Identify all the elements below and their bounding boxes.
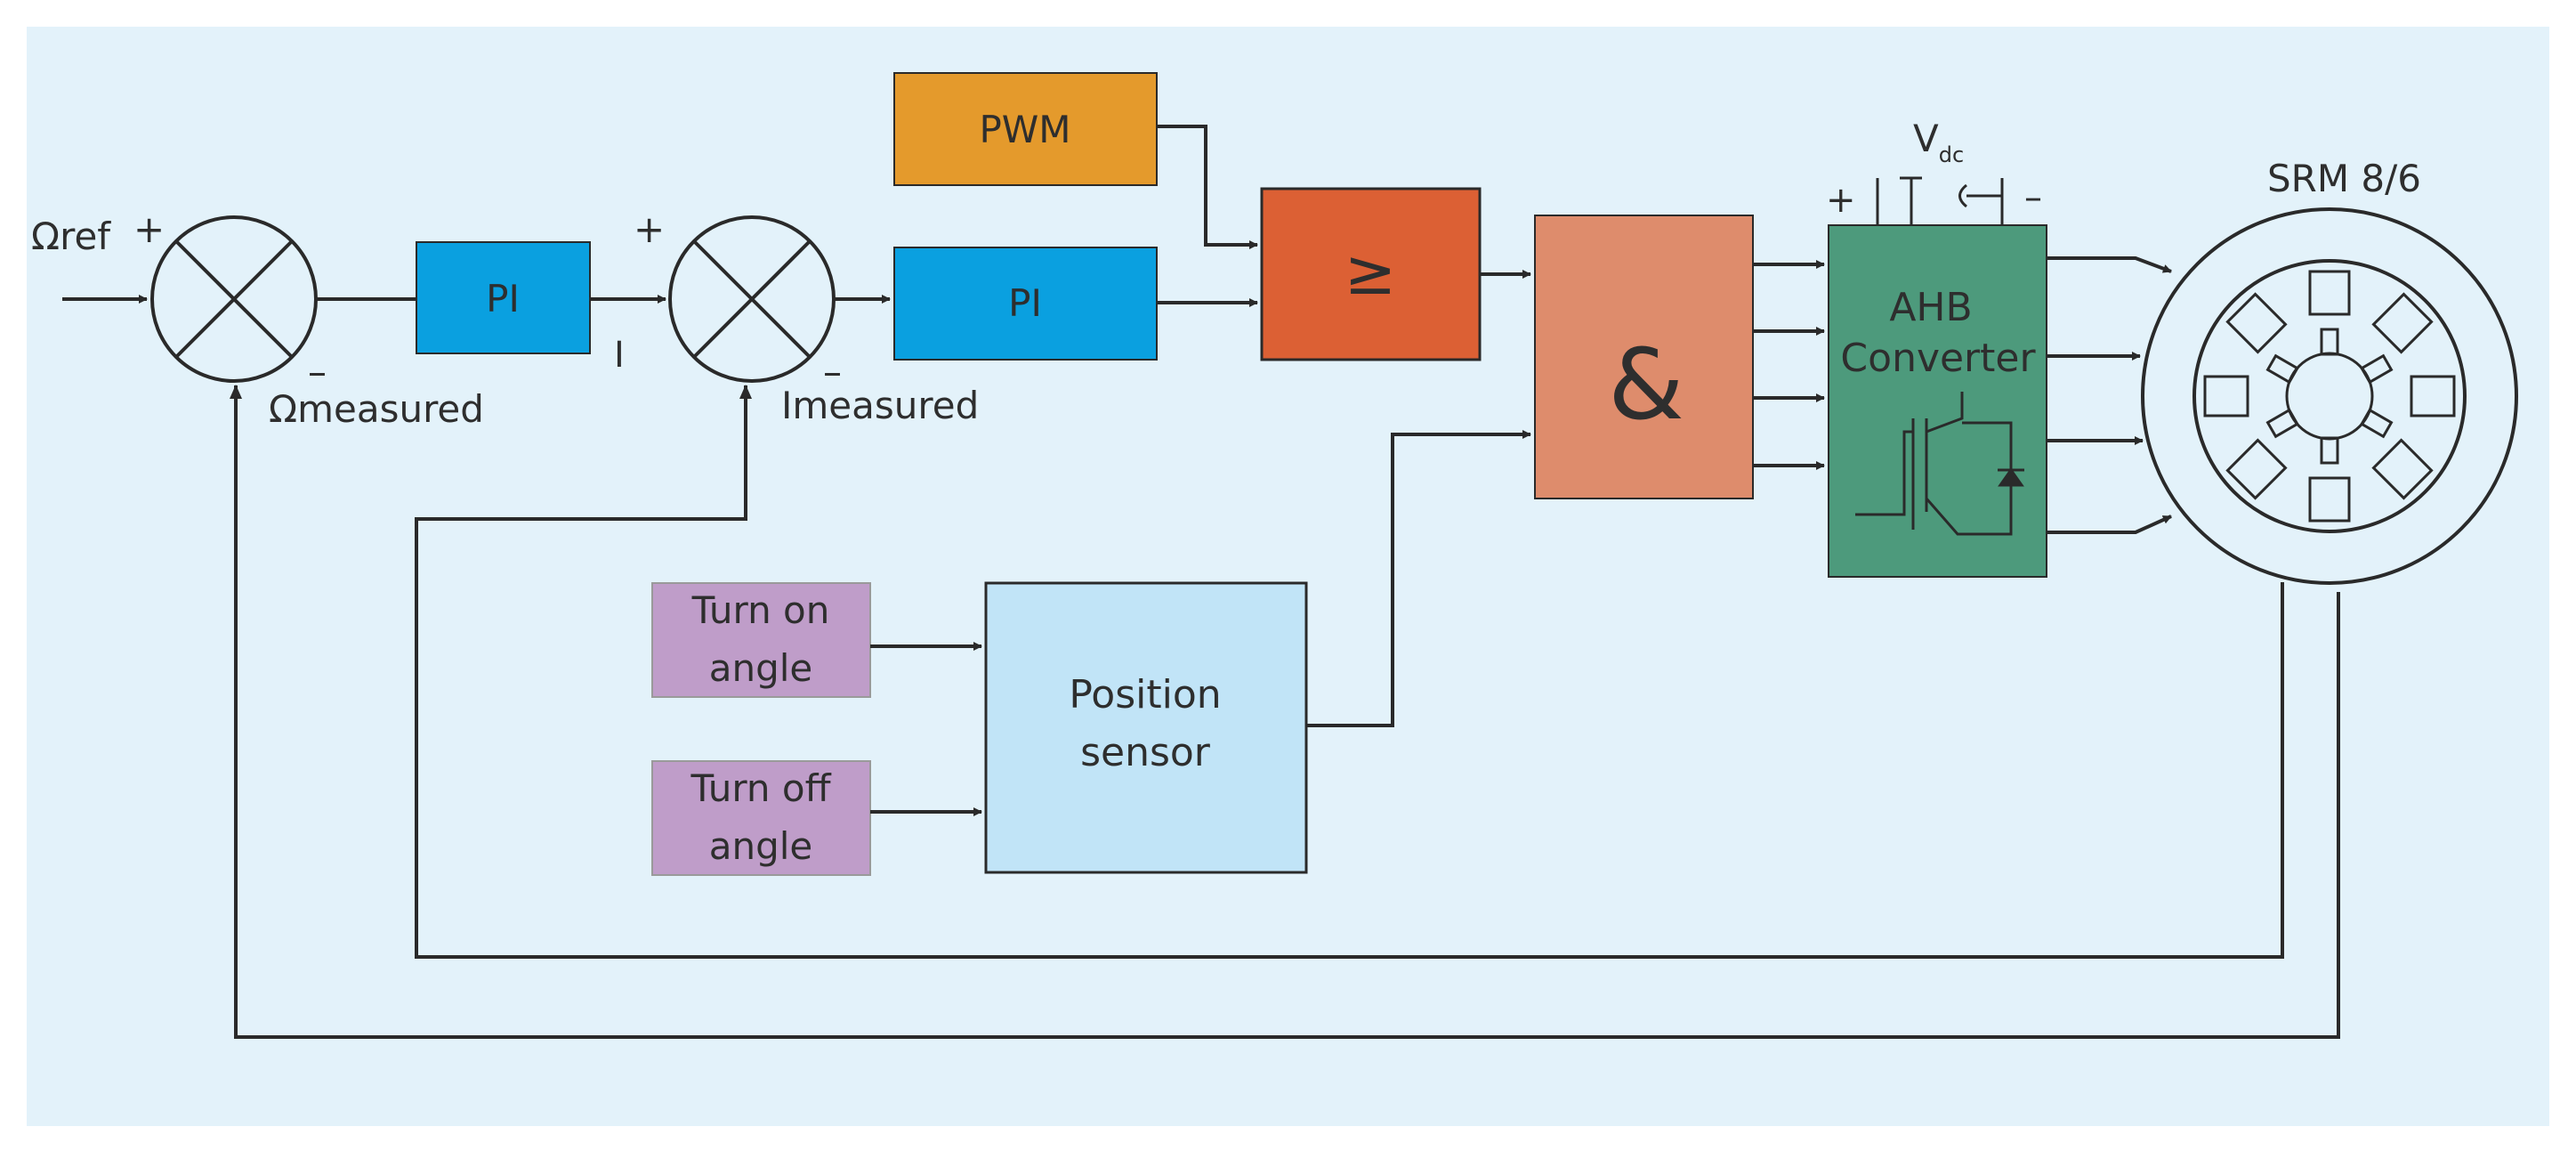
sum1-minus-sign: –: [308, 350, 327, 393]
omega-ref-plus-sign: +: [133, 207, 165, 251]
igbt-diode-symbol: [1855, 392, 2024, 536]
dc-capacitor-symbol: [1876, 176, 2004, 225]
turn-off-angle-block: Turn off angle: [651, 760, 871, 876]
comparator-block: ≥: [1260, 187, 1482, 361]
position-label-line2: sensor: [1080, 730, 1211, 775]
turn-off-label-line2: angle: [709, 824, 813, 868]
and-gate-block: &: [1534, 215, 1754, 499]
speed-pi-block: PI: [416, 241, 591, 354]
vdc-plus-sign: +: [1826, 180, 1856, 221]
current-pi-label: PI: [1008, 281, 1042, 325]
position-label-line1: Position: [1069, 672, 1221, 717]
pwm-block: PWM: [893, 72, 1158, 186]
sum2-plus-sign: +: [634, 207, 665, 251]
vdc-minus-sign: –: [2024, 177, 2042, 218]
ahb-converter-block: AHB Converter: [1828, 224, 2047, 578]
converter-label-line1: AHB: [1889, 285, 1972, 330]
turn-on-label-line2: angle: [709, 646, 813, 690]
turn-on-label-line1: Turn on: [691, 588, 830, 632]
i-measured-label: Imeasured: [781, 384, 979, 427]
turn-on-angle-block: Turn on angle: [651, 582, 871, 698]
srm-motor-symbol: [2141, 207, 2518, 585]
omega-measured-label: Ωmeasured: [269, 387, 484, 431]
omega-ref-label: Ωref: [31, 215, 111, 258]
motor-label: SRM 8/6: [2267, 157, 2421, 200]
speed-pi-label: PI: [486, 277, 520, 320]
and-gate-symbol: &: [1608, 328, 1684, 442]
signal-lines: [62, 125, 2340, 1039]
turn-off-label-line1: Turn off: [690, 766, 831, 810]
pwm-label: PWM: [979, 108, 1070, 151]
converter-label-line2: Converter: [1840, 336, 2036, 381]
position-sensor-block: Position sensor: [984, 581, 1308, 874]
comparator-symbol: ≥: [1345, 236, 1397, 309]
sum2-minus-sign: –: [823, 350, 842, 393]
vdc-label: Vdc: [1913, 117, 1964, 167]
current-pi-block: PI: [893, 247, 1158, 361]
current-reference-label: I: [614, 335, 625, 376]
